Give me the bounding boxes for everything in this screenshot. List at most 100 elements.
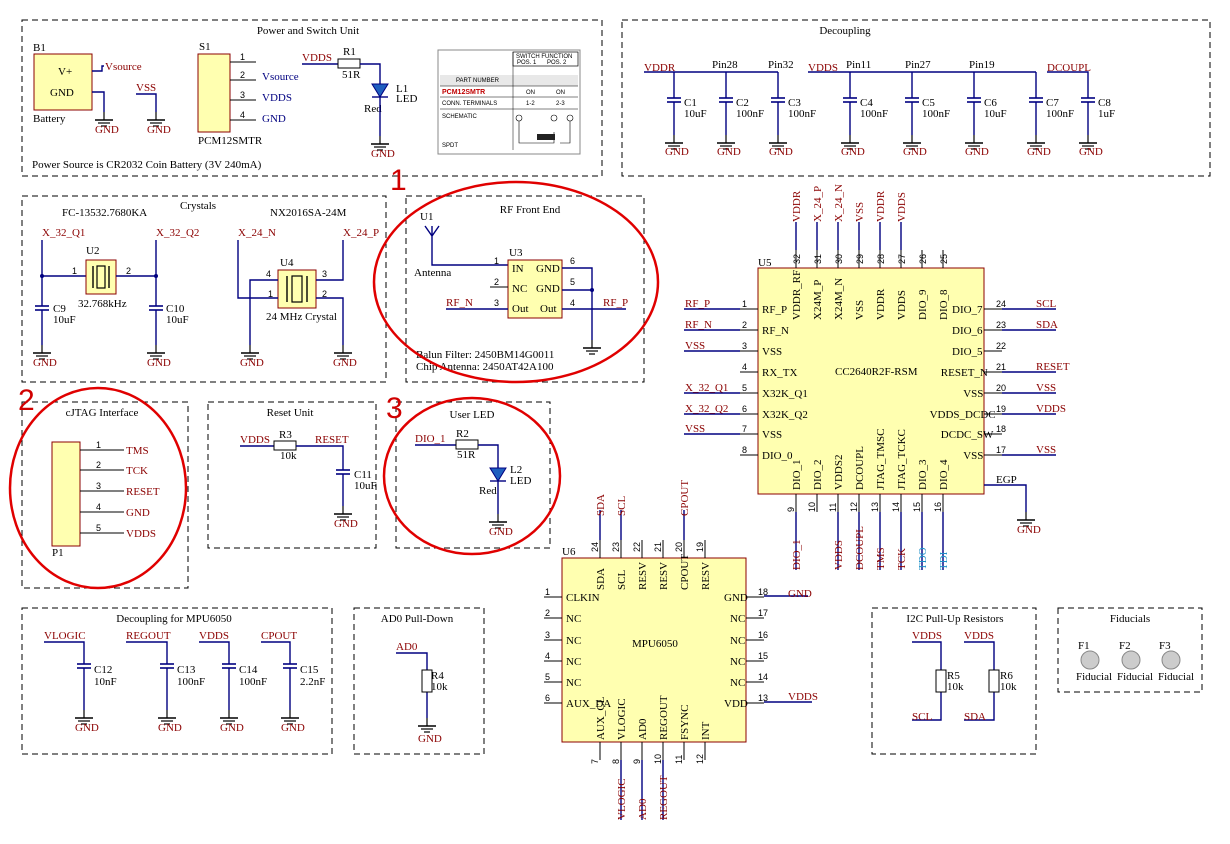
svg-text:C7: C7: [1046, 97, 1059, 109]
pin-number: 29: [855, 254, 865, 264]
pin-label: DIO_3: [917, 459, 929, 490]
resistor-r1[interactable]: [337, 58, 361, 69]
pin-number: 1: [545, 587, 550, 597]
pin-number: 9: [786, 507, 796, 512]
svg-text:L2: L2: [510, 464, 522, 476]
resistor-r6[interactable]: [988, 669, 1000, 693]
pin-number: 17: [996, 445, 1006, 455]
switch-datasheet-table: SWITCH FUNCTION POS. 1 POS. 2 PART NUMBE…: [437, 49, 581, 155]
pin-number: 9: [632, 759, 642, 764]
net-label: VDDR: [875, 190, 887, 222]
pin-number: 19: [996, 404, 1006, 414]
annotation-circle-2: [8, 386, 188, 590]
pin-label: SCL: [616, 570, 628, 590]
led-l2[interactable]: [489, 467, 507, 482]
net-label: REGOUT: [658, 775, 670, 820]
net-label: VDDS: [896, 192, 908, 222]
cc2640-chip-body[interactable]: [757, 267, 985, 495]
svg-text:Out: Out: [512, 303, 529, 315]
jtag-header-p1[interactable]: [51, 441, 81, 547]
svg-text:24 MHz Crystal: 24 MHz Crystal: [266, 311, 337, 323]
pin-label: NC: [566, 613, 581, 625]
svg-text:VDDS: VDDS: [788, 691, 818, 703]
decoupling-mpu-section: Decoupling for MPU6050 VLOGIC C12 10nF G…: [21, 607, 333, 755]
pin-number: 13: [758, 693, 768, 703]
net-label: SDA: [595, 494, 607, 516]
pin-number: 24: [590, 542, 600, 552]
pin-number: 30: [834, 254, 844, 264]
pin-number: 10: [807, 502, 817, 512]
battery-b1[interactable]: [33, 53, 93, 111]
svg-text:LED: LED: [396, 93, 417, 105]
svg-text:C5: C5: [922, 97, 935, 109]
pin-label: VDDR_RF: [791, 270, 803, 320]
net-label: AD0: [637, 798, 649, 820]
svg-text:RF Front End: RF Front End: [500, 204, 561, 216]
crystal-u2[interactable]: [85, 259, 117, 295]
svg-text:10k: 10k: [280, 450, 297, 462]
pin-number: 26: [918, 254, 928, 264]
net-label: DCOUPL: [854, 526, 866, 570]
svg-text:X_32_Q1: X_32_Q1: [42, 227, 85, 239]
net-label: TMS: [875, 547, 887, 570]
svg-text:GND: GND: [158, 722, 182, 734]
pin-label: DIO_7: [952, 304, 983, 316]
pin-number: 12: [695, 754, 705, 764]
svg-text:1: 1: [96, 440, 101, 450]
svg-text:GND: GND: [1017, 524, 1041, 536]
svg-text:AD0: AD0: [396, 641, 418, 653]
svg-text:Fiducials: Fiducials: [1110, 613, 1150, 625]
svg-text:2: 2: [322, 289, 327, 299]
svg-text:100nF: 100nF: [1046, 108, 1074, 120]
cc2640-u5: U5 CC2640R2F-RSM 32VDDR_RFVDDR31X24M_PX_…: [684, 184, 1070, 570]
mpu6050-chip-body[interactable]: [561, 557, 747, 743]
led-l1[interactable]: [371, 83, 389, 98]
pin-number: 15: [758, 651, 768, 661]
b1-ref: B1: [33, 42, 46, 54]
resistor-r3[interactable]: [273, 440, 297, 451]
pin-label: JTAG_TMSC: [875, 429, 887, 490]
svg-text:R2: R2: [456, 428, 469, 440]
pin-label: DIO_9: [917, 289, 929, 320]
pin-label: DIO_8: [938, 289, 950, 320]
svg-text:F2: F2: [1119, 640, 1131, 652]
svg-text:C14: C14: [239, 664, 258, 676]
net-label: VDDR: [791, 190, 803, 222]
svg-text:Fiducial: Fiducial: [1117, 671, 1153, 683]
pin-label: VSS: [762, 429, 782, 441]
svg-text:R4: R4: [431, 670, 444, 682]
svg-text:C1: C1: [684, 97, 697, 109]
svg-text:C10: C10: [166, 303, 185, 315]
pin-number: 1: [742, 299, 747, 309]
pin-number: 15: [912, 502, 922, 512]
pin-number: 25: [939, 254, 949, 264]
svg-text:2: 2: [240, 70, 245, 80]
net-label: SCL: [1036, 298, 1056, 310]
svg-text:VDDS: VDDS: [912, 630, 942, 642]
svg-text:VDDS: VDDS: [199, 630, 229, 642]
net-label: VSS: [1036, 444, 1056, 456]
resistor-r2[interactable]: [455, 439, 479, 450]
svg-text:C6: C6: [984, 97, 997, 109]
net-label: X_24_N: [833, 184, 845, 222]
pin-label: VSS: [762, 346, 782, 358]
svg-text:3: 3: [96, 481, 101, 491]
svg-text:10uF: 10uF: [684, 108, 707, 120]
svg-text:51R: 51R: [342, 69, 361, 81]
resistor-r5[interactable]: [935, 669, 947, 693]
net-label: TCK: [896, 548, 908, 570]
balun-u3[interactable]: [507, 259, 563, 319]
pin-number: 28: [876, 254, 886, 264]
pin-number: 10: [653, 754, 663, 764]
resistor-r4[interactable]: [421, 669, 433, 693]
svg-text:GND: GND: [1079, 146, 1103, 158]
annotation-number-1: 1: [390, 164, 407, 197]
svg-text:GND: GND: [717, 146, 741, 158]
pin-number: 21: [653, 542, 663, 552]
svg-text:NX2016SA-24M: NX2016SA-24M: [270, 207, 347, 219]
pin-label: VDD: [724, 698, 748, 710]
pin-label: INT: [700, 721, 712, 740]
switch-s1[interactable]: [197, 53, 231, 133]
svg-text:GND: GND: [334, 518, 358, 530]
